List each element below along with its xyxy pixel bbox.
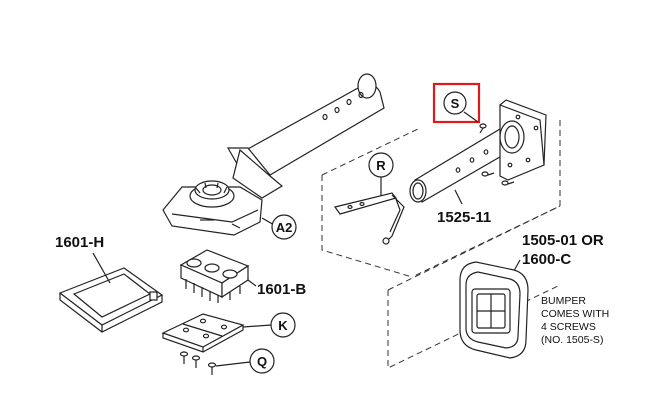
part-k-plates: K <box>161 312 296 353</box>
screw <box>179 351 189 364</box>
label-1525-11: 1525-11 <box>437 209 491 226</box>
bumper-note-line2: COMES WITH <box>541 308 609 320</box>
bumper-note-line3: 4 SCREWS <box>541 321 596 333</box>
label-k: K <box>278 318 288 333</box>
arm-assembly <box>226 73 385 199</box>
tube-screw <box>481 171 495 177</box>
tube-screw <box>501 180 515 186</box>
label-r: R <box>376 158 386 173</box>
bumper-note-line4: (NO. 1505-S) <box>541 334 603 346</box>
a2-assembly: A2 <box>162 180 297 240</box>
highlight-box <box>432 82 481 124</box>
block-pins <box>185 279 241 303</box>
s-screw <box>479 123 487 134</box>
label-s: S <box>451 96 460 111</box>
part-q-screws: Q <box>179 348 275 375</box>
label-q: Q <box>257 354 267 369</box>
label-1505-01: 1505-01 OR <box>522 232 604 249</box>
part-1505-01-bumper: 1505-01 OR 1600-C BUMPER COMES WITH 4 SC… <box>459 232 609 359</box>
part-1601h-tray: 1601-H <box>55 234 164 333</box>
screw <box>191 355 201 368</box>
arm-holes <box>322 91 364 121</box>
bumper-note-line1: BUMPER <box>541 295 586 307</box>
label-1601h: 1601-H <box>55 234 104 251</box>
part-r-bracket: R <box>333 152 405 245</box>
label-1601b: 1601-B <box>257 281 306 298</box>
screw <box>207 362 217 375</box>
part-s-callout: S <box>432 82 487 134</box>
knob-ridges <box>195 182 228 194</box>
part-1525-11-tube: 1525-11 <box>409 99 547 226</box>
part-1601b-block: 1601-B <box>179 249 306 303</box>
label-1600-c: 1600-C <box>522 251 571 268</box>
label-a2: A2 <box>276 220 293 235</box>
